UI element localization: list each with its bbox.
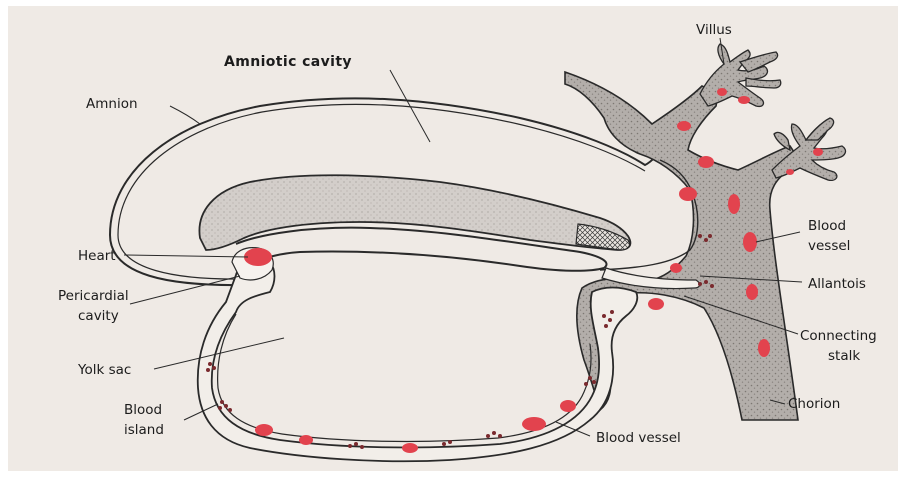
leader-amnion	[170, 106, 200, 124]
label-pericardial-line1: Pericardial	[58, 288, 129, 304]
amnion-fold-near-stalk	[600, 160, 698, 270]
label-pericardial-line2: cavity	[78, 308, 119, 324]
label-amniotic-cavity: Amniotic cavity	[224, 54, 352, 70]
label-allantois: Allantois	[808, 276, 866, 292]
label-chorion: Chorion	[788, 396, 840, 412]
embryo-body	[199, 175, 630, 250]
label-heart: Heart	[78, 248, 116, 264]
label-connecting-line2: stalk	[828, 348, 860, 364]
label-blood-island-line1: Blood	[124, 402, 162, 418]
label-connecting-line1: Connecting	[800, 328, 877, 344]
label-blood-vessel-bottom: Blood vessel	[596, 430, 681, 446]
label-amnion: Amnion	[86, 96, 138, 112]
label-blood-island-line2: island	[124, 422, 164, 438]
leader-pericardial-cavity	[130, 276, 240, 304]
label-villus: Villus	[696, 22, 732, 38]
label-yolk-sac: Yolk sac	[77, 362, 131, 378]
label-blood-vessel-right-line2: vessel	[808, 238, 850, 254]
leader-heart	[124, 255, 248, 257]
heart-shape	[244, 248, 272, 266]
label-blood-vessel-right-line1: Blood	[808, 218, 846, 234]
